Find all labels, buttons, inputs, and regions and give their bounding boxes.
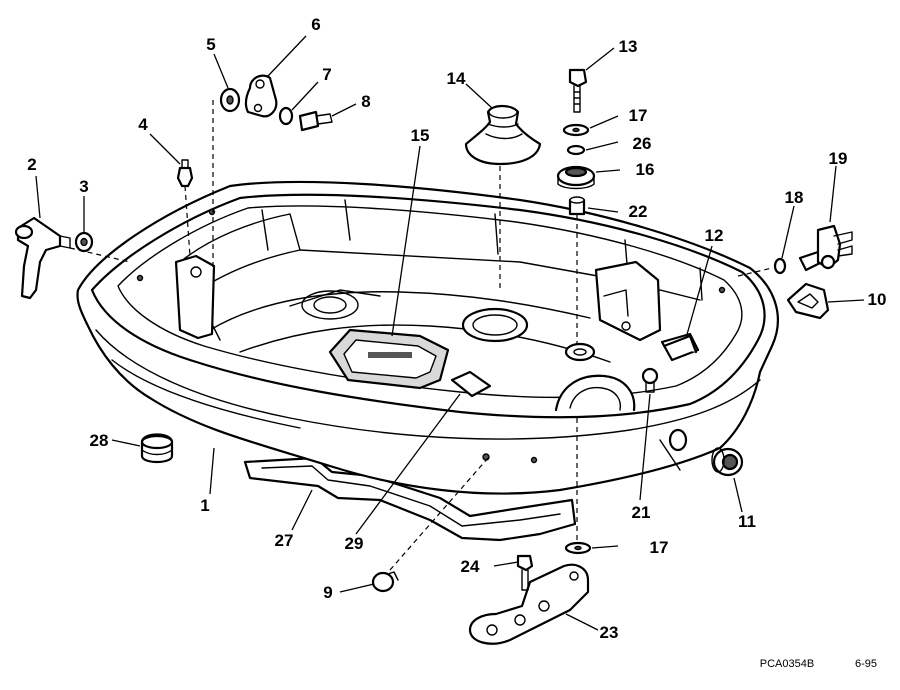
callout-6: 6 (311, 15, 320, 34)
part-13-bolt (568, 68, 588, 113)
callout-18: 18 (785, 188, 804, 207)
figure-date: 6-95 (855, 658, 877, 670)
part-9-plug (371, 571, 399, 593)
callout-2: 2 (27, 155, 36, 174)
callout-3: 3 (79, 177, 88, 196)
part-1-lower-cover (76, 180, 779, 495)
callout-28: 28 (90, 431, 109, 450)
part-8-screw (298, 110, 333, 132)
part-10-bracket (786, 282, 830, 320)
callout-8: 8 (361, 92, 370, 111)
part-12-mount (662, 334, 698, 354)
callout-24: 24 (461, 557, 480, 576)
callout-12: 12 (705, 226, 724, 245)
part-22-bushing (568, 196, 586, 216)
part-17-washer-top (562, 123, 590, 137)
callout-22: 22 (629, 202, 648, 221)
part-7-lockwasher (278, 106, 294, 126)
callout-15: 15 (411, 126, 430, 145)
part-16-grommet (556, 165, 596, 190)
callout-19: 19 (829, 149, 848, 168)
callout-21: 21 (632, 503, 651, 522)
alignment-lines (69, 100, 773, 571)
callout-11: 11 (738, 512, 756, 531)
callout-5: 5 (206, 35, 215, 54)
callout-23: 23 (600, 623, 619, 642)
part-19-latch (798, 224, 853, 272)
part-18-washer (773, 257, 787, 275)
part-14-boot (464, 104, 542, 166)
callout-26: 26 (633, 134, 652, 153)
callout-labels: 1 2 3 4 5 6 7 8 9 10 11 12 13 14 15 16 1… (27, 15, 886, 642)
callout-13: 13 (619, 37, 638, 56)
part-5-washer (219, 87, 241, 113)
part-4-fitting (176, 159, 194, 188)
callout-4: 4 (138, 115, 148, 134)
part-24-bolt (516, 554, 534, 591)
part-11-grommet (711, 447, 744, 477)
callout-27: 27 (275, 531, 294, 550)
callout-16: 16 (636, 160, 655, 179)
figure-code: PCA0354B (760, 658, 814, 670)
part-21-stud (641, 367, 659, 393)
figure-footer: PCA0354B 6-95 (760, 658, 877, 670)
part-23-bracket (468, 563, 590, 645)
part-6-latch (244, 74, 278, 118)
part-2-lever (14, 216, 71, 300)
part-26-lockwasher (566, 144, 586, 156)
part-28-grommet (140, 433, 174, 464)
callout-17a: 17 (629, 106, 648, 125)
callout-14: 14 (447, 69, 466, 88)
callout-17b: 17 (650, 538, 669, 557)
callout-1: 1 (200, 496, 209, 515)
part-17-washer-bottom (564, 541, 592, 555)
part-15-plate (328, 328, 450, 390)
part-3-washer (74, 231, 94, 253)
callout-7: 7 (322, 65, 331, 84)
callout-10: 10 (868, 290, 887, 309)
callout-9: 9 (323, 583, 332, 602)
part-29-clip (450, 370, 492, 398)
callout-29: 29 (345, 534, 364, 553)
leader-lines (35, 35, 865, 631)
